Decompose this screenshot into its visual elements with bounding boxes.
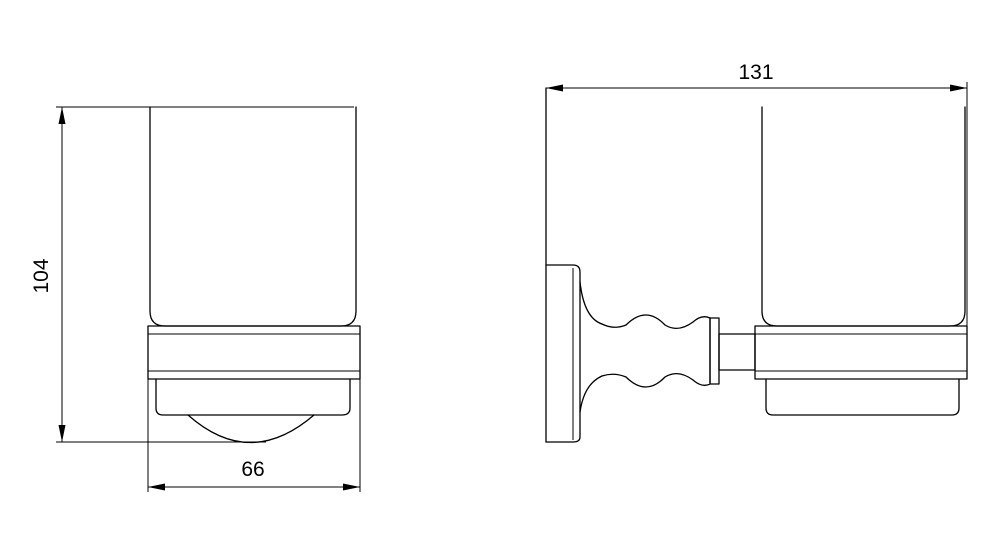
front-holder-ring — [147, 325, 361, 380]
width-dimension-label: 66 — [241, 458, 264, 481]
side-decorative-arm — [601, 314, 711, 388]
height-dimension: 104 — [30, 106, 354, 443]
width-dimension: 66 — [147, 379, 361, 492]
depth-arrow-left — [546, 84, 563, 92]
side-connecting-rod — [718, 333, 756, 371]
front-cup-outline — [149, 106, 357, 327]
side-arm-collar — [709, 317, 720, 385]
side-view: 131 — [545, 61, 968, 443]
depth-dimension-label: 131 — [738, 61, 773, 84]
side-cup-bottom — [765, 378, 960, 416]
height-arrow-top — [58, 107, 66, 124]
depth-dimension: 131 — [546, 61, 968, 326]
side-base-flare — [579, 281, 603, 413]
width-arrow-right — [343, 483, 360, 491]
side-cup-outline — [761, 106, 966, 327]
front-cup-bottom — [155, 378, 351, 416]
front-view: 104 66 — [30, 106, 361, 492]
height-arrow-bottom — [58, 425, 66, 442]
front-wall-mount — [187, 414, 315, 443]
height-dimension-label: 104 — [30, 258, 53, 293]
width-arrow-left — [148, 483, 165, 491]
depth-arrow-right — [950, 84, 967, 92]
side-wall-plate — [545, 264, 581, 443]
